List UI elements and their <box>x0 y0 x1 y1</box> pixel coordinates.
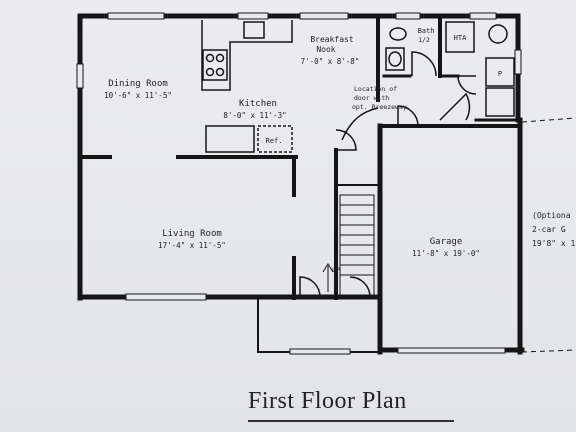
kitchen-counter-l <box>201 20 293 91</box>
stair-arrow-head <box>322 263 334 273</box>
vanity <box>385 47 405 71</box>
door-stair-top[interactable] <box>335 129 357 151</box>
window-north-dining <box>107 12 165 20</box>
window-south-living <box>125 293 207 301</box>
toilet <box>389 27 407 41</box>
washer <box>485 57 515 87</box>
note-line-2: door with <box>354 94 389 102</box>
optional-garage-line-2: 2-car G <box>532 225 566 234</box>
refrigerator-label: Ref. <box>266 137 283 145</box>
porch-outline <box>257 297 381 353</box>
breakfast-nook-name-2: Nook <box>316 45 335 54</box>
door-laundry[interactable] <box>439 92 471 121</box>
breakfast-nook-size: 7'-0" x 8'-8" <box>301 57 360 66</box>
window-west-dining <box>76 63 84 89</box>
plan-title-underline <box>248 420 454 422</box>
dining-room-name: Dining Room <box>108 79 168 89</box>
bath-size: 1/2 <box>418 36 430 44</box>
dryer <box>485 87 515 117</box>
leader-line-note <box>341 107 379 141</box>
optional-garage-line-1: (Optiona <box>532 211 571 220</box>
door-garage-entry[interactable] <box>349 276 371 298</box>
water-heater-box <box>445 21 475 53</box>
note-line-3: opt. Breezeway <box>352 103 407 111</box>
window-garage-door <box>397 347 506 354</box>
dining-room-size: 10'-6" x 11'-5" <box>104 91 172 100</box>
burner-1 <box>205 53 215 63</box>
furnace-circle <box>488 24 508 44</box>
window-north-nook <box>299 12 349 20</box>
breakfast-nook-name-1: Breakfast <box>310 35 354 44</box>
bath-name: Bath <box>418 27 435 35</box>
window-porch <box>289 348 351 355</box>
burner-3 <box>205 67 215 77</box>
door-breezeway[interactable] <box>397 105 419 127</box>
kitchen-range <box>202 49 228 81</box>
kitchen-sink <box>243 21 265 39</box>
living-room-size: 17'-4" x 11'-5" <box>158 241 226 250</box>
refrigerator <box>257 125 293 153</box>
optional-garage-outline-top <box>521 117 576 123</box>
optional-garage-line-3: 19'8" x 19 <box>532 239 576 248</box>
plan-title: First Floor Plan <box>248 388 407 414</box>
door-mech[interactable] <box>457 75 477 95</box>
burner-4 <box>215 67 225 77</box>
garage-size: 11'-8" x 19'-0" <box>412 249 480 258</box>
window-north-bath <box>395 12 421 20</box>
optional-garage-outline-bottom <box>521 349 576 353</box>
water-heater-label: HTA <box>454 34 467 42</box>
living-room-name: Living Room <box>162 229 222 239</box>
burner-2 <box>215 53 225 63</box>
kitchen-name: Kitchen <box>239 99 277 109</box>
door-bath[interactable] <box>411 51 437 77</box>
garage-name: Garage <box>430 237 463 247</box>
vanity-sink <box>388 51 402 67</box>
kitchen-size: 8'-0" x 11'-3" <box>223 111 286 120</box>
kitchen-island <box>205 125 255 153</box>
window-north-mech <box>469 12 497 20</box>
note-line-1: Location of <box>354 85 397 93</box>
window-north-kitchen <box>237 12 269 20</box>
door-front[interactable] <box>299 276 321 298</box>
washer-label: P <box>498 70 502 78</box>
up-label: UP <box>332 266 340 274</box>
window-east-mech <box>514 49 522 75</box>
